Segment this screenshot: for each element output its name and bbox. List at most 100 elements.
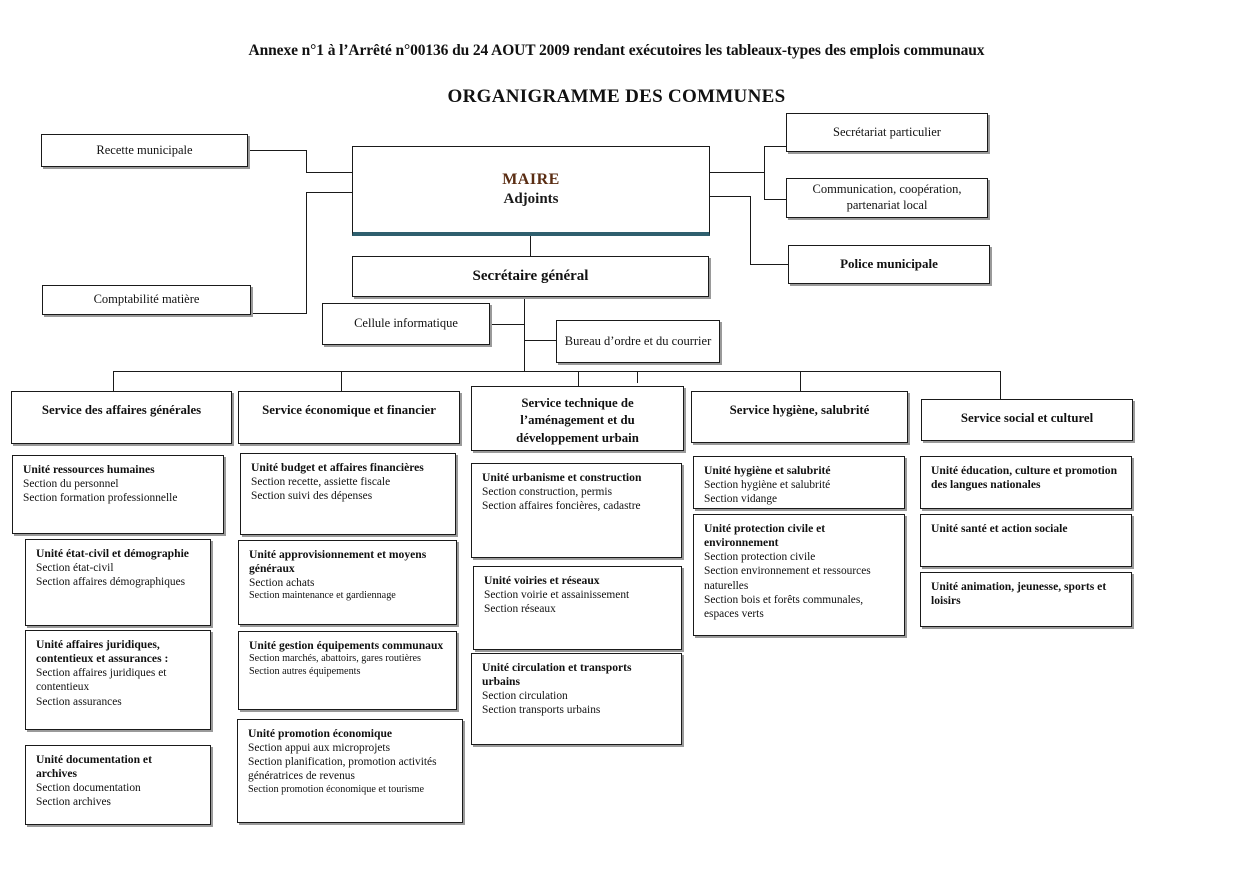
unit-promotion-economique[interactable]: Unité promotion économique Section appui… [237, 719, 463, 823]
service-header-social-culturel[interactable]: Service social et culturel [921, 399, 1133, 441]
connector-drop-svc-3 [578, 371, 579, 391]
service-header-technique-amenagement-label: Service technique de l’aménagement et du… [516, 395, 639, 447]
box-bureau-ordre-courrier[interactable]: Bureau d’ordre et du courrier [556, 320, 720, 363]
unit-section: Section planification, promotion activit… [248, 756, 437, 783]
unit-section: Section circulation [482, 690, 568, 703]
unit-title: Unité affaires juridiques, [36, 638, 160, 651]
unit-section: Section réseaux [484, 603, 556, 616]
unit-section: Section formation professionnelle [23, 492, 178, 505]
service-header-social-culturel-label: Service social et culturel [960, 411, 1094, 425]
unit-title: des langues nationales [931, 478, 1041, 492]
unit-title: Unité santé et action sociale [931, 522, 1068, 535]
unit-title: Unité urbanisme et construction [482, 471, 642, 484]
unit-documentation-archives[interactable]: Unité documentation et archives Section … [25, 745, 211, 825]
connector-recette-h1 [248, 150, 306, 151]
unit-title: environnement [704, 536, 779, 550]
unit-section: Section état-civil [36, 562, 114, 575]
box-secretariat-particulier[interactable]: Secrétariat particulier [786, 113, 988, 152]
unit-voiries-reseaux[interactable]: Unité voiries et réseaux Section voirie … [473, 566, 682, 650]
svc3-line3: développement urbain [516, 430, 639, 445]
service-header-technique-amenagement[interactable]: Service technique de l’aménagement et du… [471, 386, 684, 451]
unit-urbanisme-construction[interactable]: Unité urbanisme et construction Section … [471, 463, 682, 558]
connector-recette-h2 [306, 172, 352, 173]
unit-etat-civil-demographie[interactable]: Unité état-civil et démographie Section … [25, 539, 211, 626]
connector-maire-right-v [764, 146, 765, 199]
page-title: ORGANIGRAMME DES COMMUNES [447, 86, 786, 107]
unit-section: Section autres équipements [249, 665, 361, 677]
box-police-municipale[interactable]: Police municipale [788, 245, 990, 284]
unit-title: Unité protection civile et [704, 522, 826, 535]
connector-cellule-h [490, 324, 525, 325]
box-communication-label: Communication, coopération, partenariat … [813, 182, 962, 213]
unit-title: généraux [249, 562, 295, 576]
connector-drop-svc-4 [800, 371, 801, 391]
unit-section: Section achats [249, 577, 315, 590]
unit-section: Section environnement et ressources natu… [704, 565, 871, 592]
unit-section: Section du personnel [23, 478, 119, 491]
service-header-affaires-generales[interactable]: Service des affaires générales [11, 391, 232, 444]
unit-hygiene-salubrite[interactable]: Unité hygiène et salubrité Section hygiè… [693, 456, 905, 509]
unit-title: Unité ressources humaines [23, 463, 155, 476]
unit-section: Section affaires juridiques et contentie… [36, 667, 167, 694]
box-secretaire-general[interactable]: Secrétaire général [352, 256, 709, 297]
box-comptabilite-matiere[interactable]: Comptabilité matière [42, 285, 251, 315]
unit-affaires-juridiques[interactable]: Unité affaires juridiques, contentieux e… [25, 630, 211, 730]
unit-title: Unité animation, jeunesse, sports et [931, 580, 1107, 593]
unit-title: contentieux et assurances : [36, 652, 169, 666]
unit-title: Unité voiries et réseaux [484, 574, 600, 587]
unit-section: Section voirie et assainissement [484, 589, 630, 602]
service-header-economique-financier-label: Service économique et financier [262, 403, 436, 417]
unit-sante-action-sociale[interactable]: Unité santé et action sociale [920, 514, 1132, 567]
unit-title: Unité circulation et transports [482, 661, 632, 674]
annex-title: Annexe n°1 à l’Arrêté n°00136 du 24 AOUT… [248, 42, 985, 59]
unit-section: Section vidange [704, 493, 778, 506]
box-bureau-ordre-courrier-label: Bureau d’ordre et du courrier [564, 333, 712, 348]
connector-maire-sg [530, 234, 531, 256]
unit-section: Section protection civile [704, 551, 816, 564]
connector-drop-svc-5 [1000, 371, 1001, 399]
unit-animation-jeunesse-sports-loisirs[interactable]: Unité animation, jeunesse, sports et loi… [920, 572, 1132, 627]
box-cellule-informatique[interactable]: Cellule informatique [322, 303, 490, 345]
unit-ressources-humaines[interactable]: Unité ressources humaines Section du per… [12, 455, 224, 534]
connector-secretariat-h [764, 146, 786, 147]
box-recette-municipale[interactable]: Recette municipale [41, 134, 248, 167]
service-header-hygiene-salubrite[interactable]: Service hygiène, salubrité [691, 391, 908, 443]
unit-section: Section appui aux microprojets [248, 742, 391, 755]
unit-title: Unité approvisionnement et moyens [249, 548, 427, 561]
box-maire-title: MAIRE [502, 171, 560, 188]
unit-approvisionnement-moyens-generaux[interactable]: Unité approvisionnement et moyens généra… [238, 540, 457, 625]
unit-section: Section affaires démographiques [36, 576, 186, 589]
unit-section: Section archives [36, 796, 111, 809]
unit-protection-civile-environnement[interactable]: Unité protection civile et environnement… [693, 514, 905, 636]
unit-section: Section documentation [36, 782, 141, 795]
svc3-line1: Service technique de [521, 396, 634, 410]
service-header-economique-financier[interactable]: Service économique et financier [238, 391, 460, 444]
unit-budget-affaires-financieres[interactable]: Unité budget et affaires financières Sec… [240, 453, 456, 535]
connector-police-v [750, 196, 751, 264]
box-recette-municipale-label: Recette municipale [96, 142, 193, 157]
box-maire[interactable]: MAIRE Adjoints [352, 146, 710, 236]
connector-bureau-h [524, 340, 556, 341]
unit-education-culture-langues[interactable]: Unité éducation, culture et promotion de… [920, 456, 1132, 509]
unit-section: Section maintenance et gardiennage [249, 590, 396, 602]
box-maire-subtitle: Adjoints [503, 191, 559, 207]
unit-title: Unité éducation, culture et promotion [931, 464, 1118, 477]
box-communication-cooperation[interactable]: Communication, coopération, partenariat … [786, 178, 988, 218]
unit-section: Section marchés, abattoirs, gares routiè… [249, 653, 421, 665]
unit-section: Section recette, assiette fiscale [251, 476, 391, 489]
unit-title: Unité état-civil et démographie [36, 547, 189, 560]
unit-title: Unité documentation et [36, 753, 152, 766]
service-header-hygiene-salubrite-label: Service hygiène, salubrité [729, 403, 870, 417]
box-secretariat-particulier-label: Secrétariat particulier [833, 124, 941, 139]
unit-gestion-equipements-communaux[interactable]: Unité gestion équipements communaux Sect… [238, 631, 457, 710]
unit-section: Section suivi des dépenses [251, 490, 373, 503]
connector-police-h2 [750, 264, 788, 265]
svc3-line2: l’aménagement et du [520, 413, 635, 428]
unit-title: Unité promotion économique [248, 727, 393, 740]
connector-comptabilite-v [306, 192, 307, 314]
connector-communication-h [764, 199, 786, 200]
connector-sg-spine [524, 297, 525, 371]
unit-title: Unité budget et affaires financières [251, 461, 424, 474]
unit-circulation-transports-urbains[interactable]: Unité circulation et transports urbains … [471, 653, 682, 745]
